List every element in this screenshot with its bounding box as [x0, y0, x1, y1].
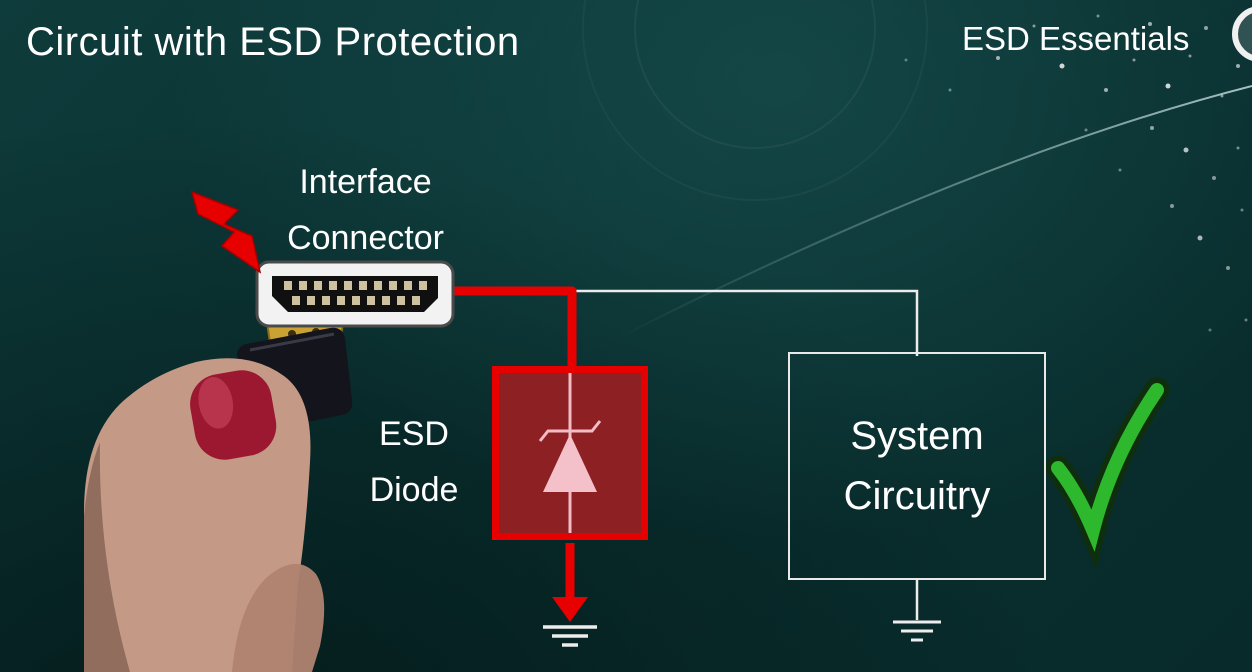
- diode-ground-arrow: [552, 543, 588, 622]
- ground-icon-system: [893, 580, 941, 642]
- page-title: Circuit with ESD Protection: [26, 20, 520, 64]
- connector-pins: [284, 281, 427, 305]
- system-label-line1: System: [850, 414, 984, 458]
- wire-to-system: [572, 289, 919, 356]
- brand-label: ESD Essentials: [962, 20, 1190, 57]
- esd-diode-label: ESD Diode: [342, 406, 486, 518]
- diode-label-line1: ESD: [379, 415, 449, 453]
- zener-diode-symbol: [538, 373, 602, 533]
- star-particles: [904, 14, 1248, 332]
- lightning-icon: [190, 190, 262, 274]
- esd-diode-box: [492, 366, 648, 540]
- hdmi-connector: [255, 260, 455, 328]
- ripple-ring: [634, 0, 876, 149]
- ripple-ring: [582, 0, 928, 201]
- wire-esd-path: [446, 286, 577, 372]
- interface-connector-label: Interface Connector: [238, 154, 493, 266]
- light-curve: [617, 85, 1252, 339]
- background-effects: [582, 0, 1252, 339]
- diode-label-line2: Diode: [369, 471, 459, 509]
- system-circuitry-box: System Circuitry: [788, 352, 1046, 580]
- connector-label-line1: Interface: [299, 163, 432, 201]
- checkmark-icon: [1045, 377, 1170, 570]
- hdmi-plug: [237, 315, 353, 433]
- system-label-line2: Circuitry: [843, 474, 991, 518]
- ground-icon-diode: [543, 625, 597, 647]
- thumb-nail: [190, 370, 277, 460]
- hand-photo: [84, 358, 325, 672]
- connector-label-line2: Connector: [287, 219, 444, 257]
